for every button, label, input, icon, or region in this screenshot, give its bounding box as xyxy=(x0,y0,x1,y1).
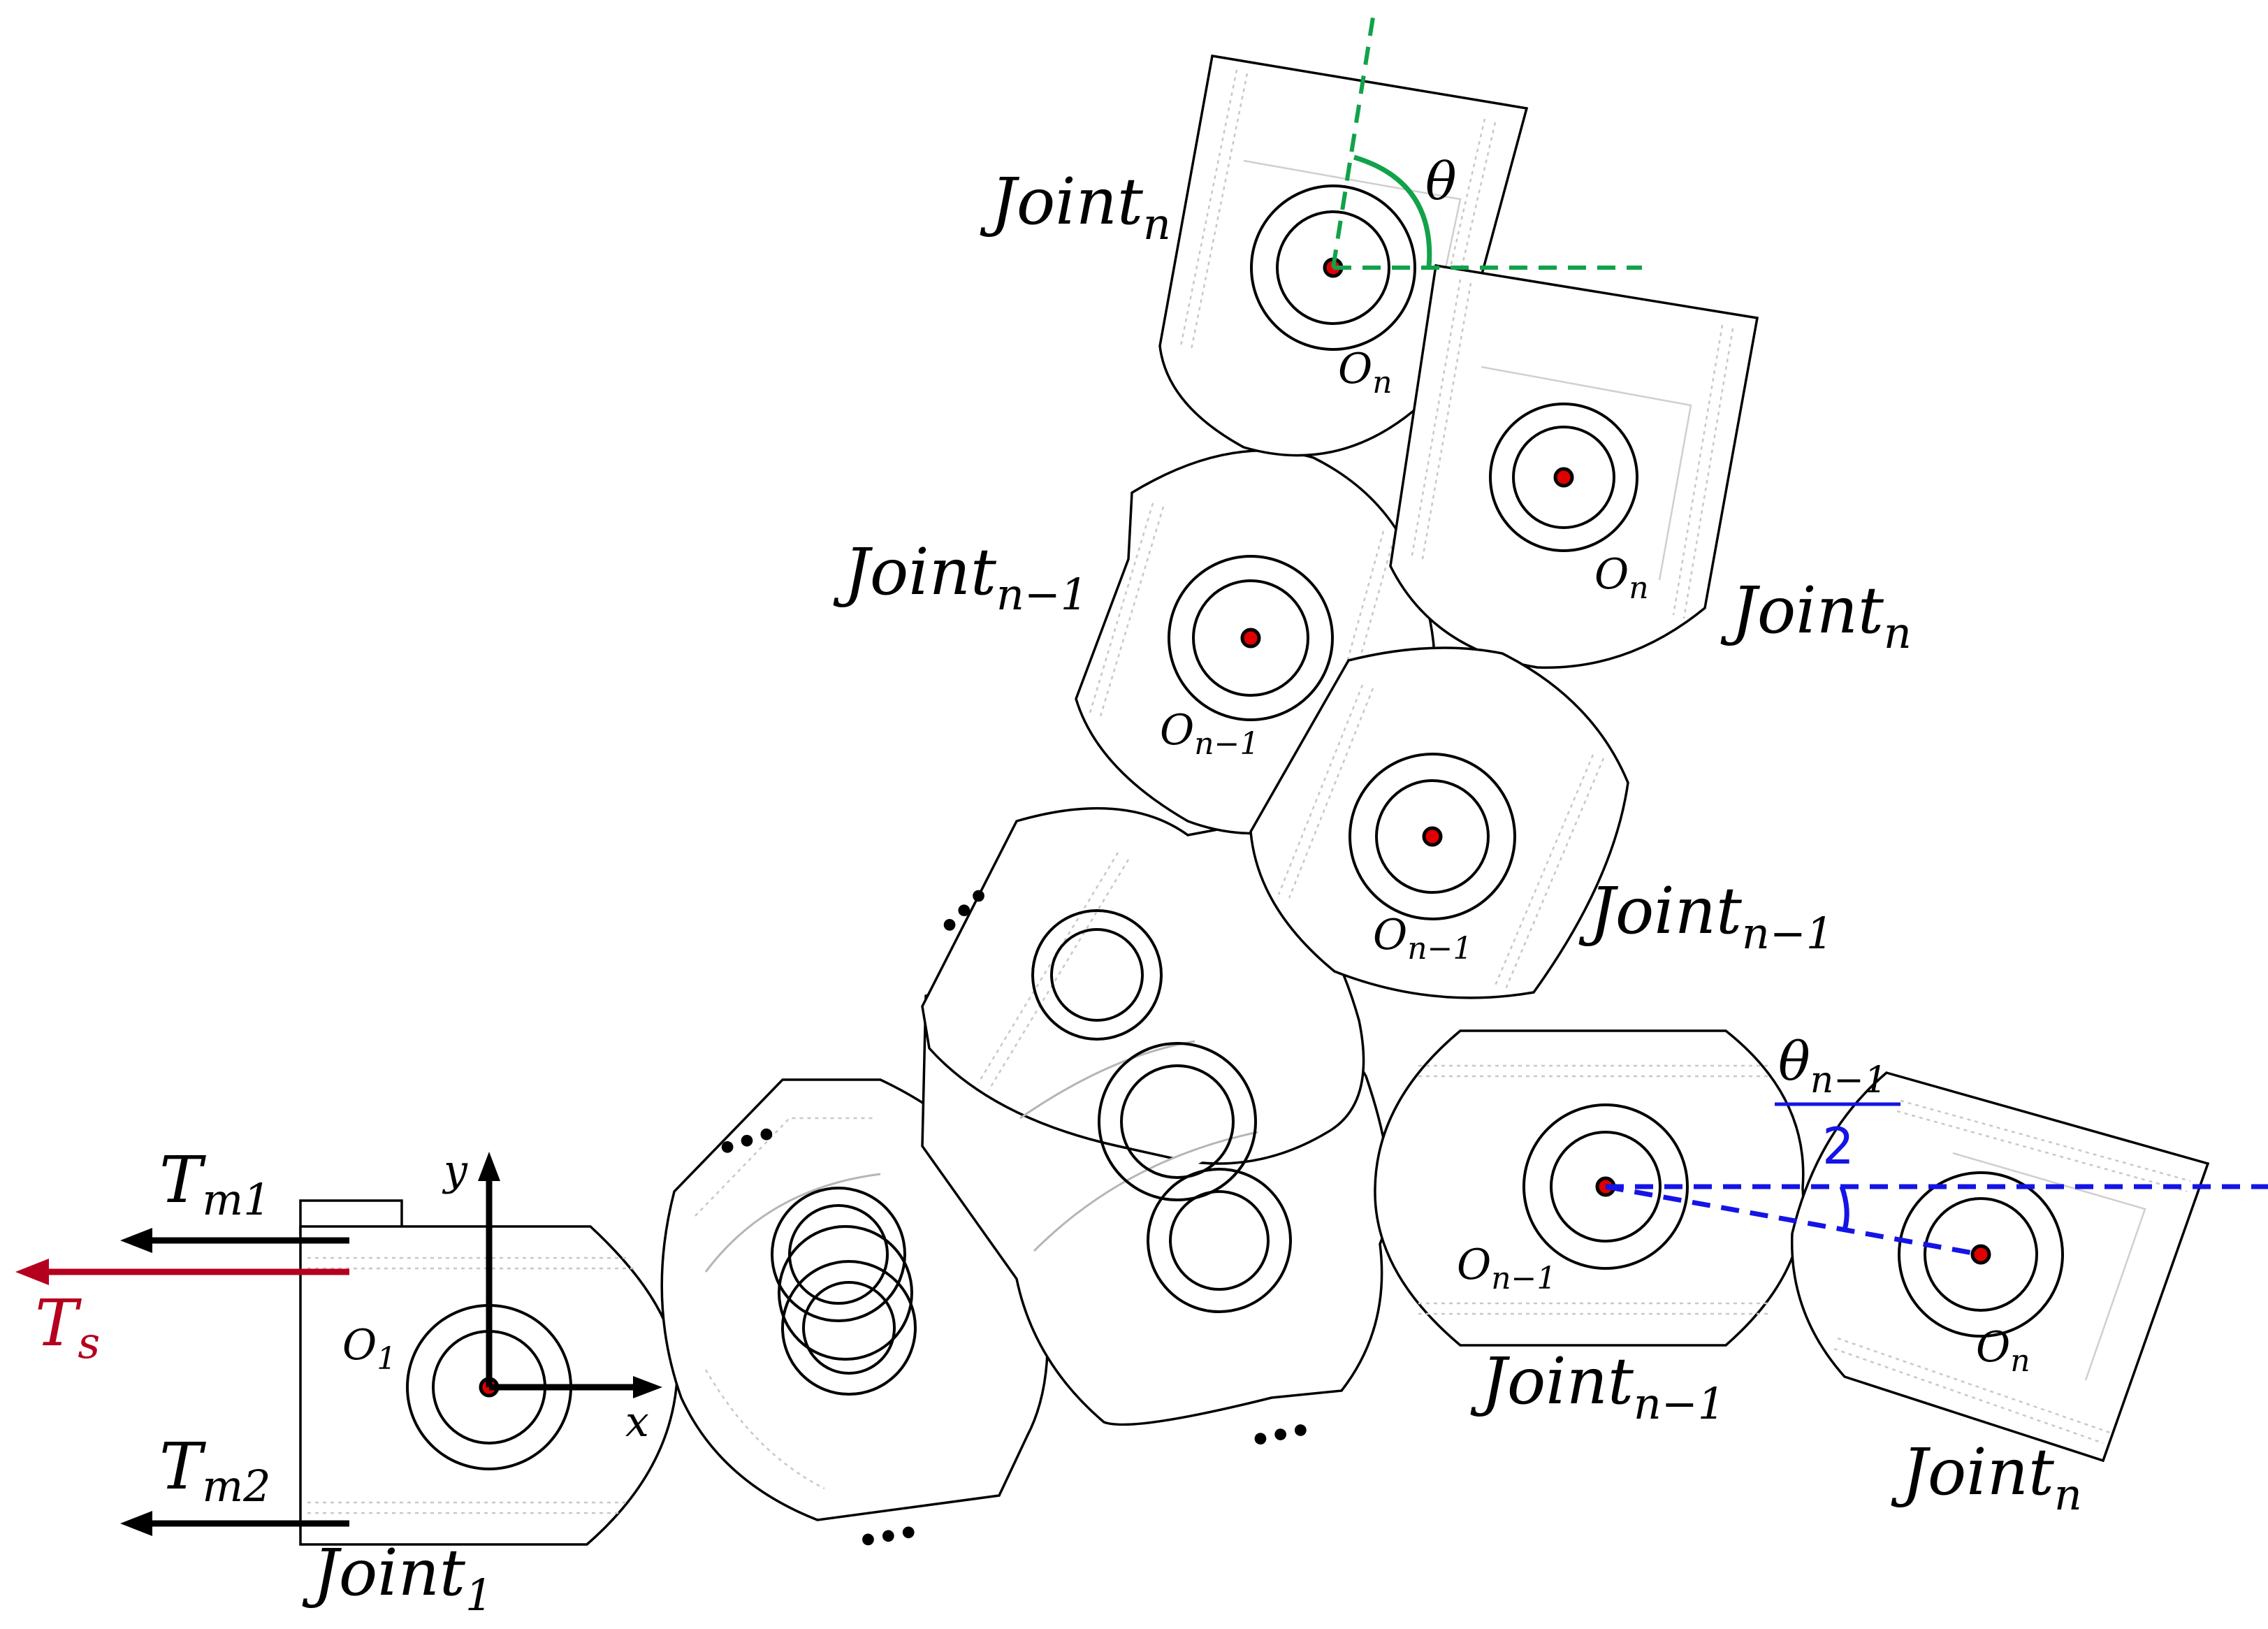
axis-y-label: y xyxy=(442,1146,468,1195)
joint-1-label: Joint xyxy=(302,1535,466,1610)
theta-half-annotation: θn−1 2 xyxy=(1605,1030,2268,1257)
svg-text:On: On xyxy=(1976,1323,2030,1379)
svg-text:Joint1: Joint1 xyxy=(302,1535,493,1621)
svg-text:Ts: Ts xyxy=(35,1286,100,1368)
joint-n-1-upper-label: Joint xyxy=(833,535,997,609)
o-n-1-low-label-sub: n−1 xyxy=(1491,1261,1556,1296)
theta-half-numerator-sub: n−1 xyxy=(1810,1059,1887,1101)
svg-text:Jointn−1: Jointn−1 xyxy=(1470,1344,1725,1429)
svg-text:Jointn−1: Jointn−1 xyxy=(833,535,1088,620)
lower-chain-segment-a xyxy=(660,1078,1049,1521)
o-n-1-upper-label: O xyxy=(1160,706,1194,755)
o-n-mid-label: O xyxy=(1594,550,1629,599)
joint-n-mid-label: Joint xyxy=(1720,573,1884,648)
tm2-sub: m2 xyxy=(202,1461,270,1512)
joint-n-top-label-sub: n xyxy=(1143,198,1171,249)
joint-n-mid-outer-ring xyxy=(1489,403,1638,552)
ellipsis-ring-3 xyxy=(781,1260,917,1396)
theta-half-denominator: 2 xyxy=(1822,1117,1854,1175)
svg-text:Tm2: Tm2 xyxy=(159,1429,271,1512)
tendon-forces: Tm1 Tm2 Ts xyxy=(15,1143,349,1536)
joint-n-right-label: Joint xyxy=(1891,1435,2055,1509)
middle-chain-segment xyxy=(921,806,1391,1426)
joint-n-right-pin xyxy=(1970,1244,1991,1265)
joint-labels: Jointn Jointn Jointn−1 Jointn−1 Jointn−1… xyxy=(302,164,2082,1621)
joint-n-1-low-label: Joint xyxy=(1470,1344,1634,1419)
o-n-right-label: O xyxy=(1976,1323,2010,1372)
joint-n-mid-pin xyxy=(1553,467,1574,488)
ellipsis-3: … xyxy=(848,1477,923,1561)
joint-n-1-mid-label: Joint xyxy=(1578,874,1743,948)
ellipsis-ring-4 xyxy=(1031,909,1163,1041)
svg-text:On−1: On−1 xyxy=(1457,1240,1556,1296)
o-n-1-upper-label-sub: n−1 xyxy=(1194,726,1259,762)
ellipsis-ring-1 xyxy=(771,1187,906,1322)
o-n-mid-label-sub: n xyxy=(1629,570,1648,606)
theta-annotation: θ xyxy=(1331,17,1642,270)
ts-sub: s xyxy=(78,1317,100,1368)
o-1-label-sub: 1 xyxy=(377,1341,396,1377)
svg-text:On−1: On−1 xyxy=(1160,706,1259,762)
ellipsis-ring-2 xyxy=(778,1225,913,1361)
ellipsis-ring-5 xyxy=(1098,1042,1257,1201)
svg-text:Jointn−1: Jointn−1 xyxy=(1578,874,1833,959)
o-n-1-low-label: O xyxy=(1457,1240,1491,1289)
o-n-top-label-sub: n xyxy=(1372,365,1392,400)
svg-text:Tm1: Tm1 xyxy=(159,1143,271,1225)
tm1-sub: m1 xyxy=(202,1174,270,1225)
joint-n-1-mid xyxy=(1249,646,1629,999)
joint-1-label-sub: 1 xyxy=(465,1570,493,1621)
o-n-top-label: O xyxy=(1338,345,1372,393)
tm1-main: T xyxy=(159,1143,206,1217)
svg-text:On: On xyxy=(1338,345,1393,400)
joint-n-right-outer-ring xyxy=(1898,1171,2064,1338)
axis-x-label: x xyxy=(625,1398,649,1447)
joint-n-1-mid-outer-ring xyxy=(1349,753,1516,920)
center-labels: On On On On−1 On−1 On−1 O1 xyxy=(342,345,2030,1379)
joint-n-right xyxy=(1790,1071,2210,1463)
joint-n-mid-label-sub: n xyxy=(1884,607,1912,658)
o-n-1-mid-label: O xyxy=(1373,911,1407,960)
joint-n-1-low xyxy=(1374,1029,1805,1347)
svg-text:O1: O1 xyxy=(342,1321,396,1377)
joint-n-right-label-sub: n xyxy=(2054,1469,2082,1520)
joint-n-top-outer-ring xyxy=(1250,184,1416,351)
svg-text:θn−1: θn−1 xyxy=(1778,1030,1887,1101)
theta-half-numerator: θ xyxy=(1778,1030,1810,1092)
theta-label: θ xyxy=(1425,152,1457,212)
joint-n-mid xyxy=(1389,263,1759,669)
ts-main: T xyxy=(35,1286,82,1361)
joint-n-1-low-outer-ring xyxy=(1522,1103,1689,1270)
joint-n-1-mid-pin xyxy=(1422,826,1443,847)
joint-n-1-mid-label-sub: n−1 xyxy=(1742,908,1833,959)
svg-text:Jointn: Jointn xyxy=(1720,573,1912,658)
svg-text:Jointn: Jointn xyxy=(980,164,1171,249)
joint-n-1-upper-outer-ring xyxy=(1168,555,1334,721)
joint-n-top-label: Joint xyxy=(980,164,1144,239)
ellipsis-4: … xyxy=(1239,1375,1316,1461)
o-n-right-label-sub: n xyxy=(2010,1343,2030,1379)
svg-text:On: On xyxy=(1594,550,1649,606)
ellipsis-ring-6 xyxy=(1147,1168,1292,1313)
o-n-1-mid-label-sub: n−1 xyxy=(1407,931,1472,966)
joint-n-1-upper-label-sub: n−1 xyxy=(996,569,1088,620)
joint-n-1-low-label-sub: n−1 xyxy=(1634,1378,1725,1429)
tm2-main: T xyxy=(159,1429,206,1504)
joint-n-1-upper-pin xyxy=(1240,628,1261,649)
svg-text:Jointn: Jointn xyxy=(1891,1435,2082,1520)
coordinate-frame: y x xyxy=(442,1146,662,1447)
svg-text:On−1: On−1 xyxy=(1373,911,1472,966)
o-1-label: O xyxy=(342,1321,377,1370)
